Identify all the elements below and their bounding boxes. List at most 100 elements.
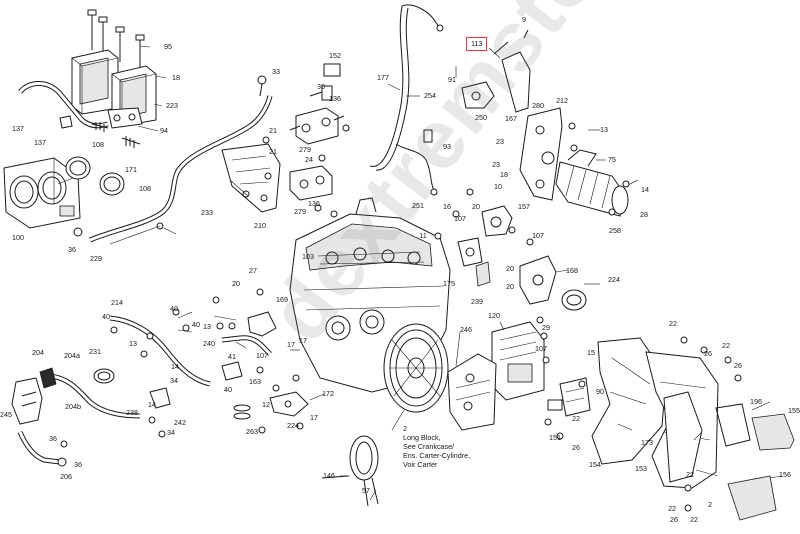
callout: 155 (788, 406, 800, 415)
callout: 90 (596, 387, 604, 396)
callout: 28 (640, 210, 648, 219)
callout: 254 (424, 91, 436, 100)
callout: 21 (269, 147, 277, 156)
callout: 224 (287, 421, 299, 430)
callout: 23 (496, 137, 504, 146)
callout: 251 (412, 201, 424, 210)
intake-bracket-210 (221, 143, 281, 213)
callout: 175 (443, 279, 455, 288)
coolant-hose-233 (89, 95, 273, 243)
callout: 26 (734, 361, 742, 370)
callout: 246 (460, 325, 472, 334)
callout: 29 (542, 323, 550, 332)
coolant-pipe-240 (221, 335, 272, 356)
callout: 12 (262, 400, 270, 409)
callout: 120 (488, 311, 500, 320)
ignition-coil-1 (71, 49, 119, 115)
callout: 210 (254, 221, 266, 230)
callout: 22 (669, 319, 677, 328)
callout: 163 (249, 377, 261, 386)
callout: 18 (500, 170, 508, 179)
callout: 95 (164, 42, 172, 51)
oil-pump-245 (11, 367, 57, 425)
callout: 13 (129, 339, 137, 348)
starter-bracket-212 (519, 107, 563, 201)
callout: 136 (329, 94, 341, 103)
coil-plate (107, 107, 143, 129)
callout: 107 (256, 351, 268, 360)
callout: 107 (535, 344, 547, 353)
callout: 20 (506, 282, 514, 291)
callout-highlighted: 113 (466, 37, 488, 51)
callout: 258 (609, 226, 621, 235)
callout: 26 (670, 515, 678, 524)
bracket-157 (481, 205, 513, 237)
callout: 22 (722, 341, 730, 350)
bracket-168 (519, 255, 557, 305)
callout: 40 (192, 320, 200, 329)
callout: 10 (494, 182, 502, 191)
callout: 40 (224, 385, 232, 394)
callout: 279 (294, 207, 306, 216)
guard-196 (715, 403, 751, 447)
callout: 11 (419, 231, 427, 240)
callout: 240 (203, 339, 215, 348)
callout: 40 (102, 312, 110, 321)
callout: 17 (299, 336, 307, 345)
callout: 171 (125, 165, 137, 174)
bracket-280 (493, 29, 531, 113)
ecm-120 (491, 321, 545, 401)
callout: 168 (566, 266, 578, 275)
callout: 14 (171, 362, 179, 371)
callout: 33 (272, 67, 280, 76)
plate-246 (447, 353, 497, 431)
callout: 169 (276, 295, 288, 304)
callout: 204a (64, 351, 80, 360)
long-block-note: 2 Long Block, See Crankcase/ Ens. Carter… (403, 424, 471, 469)
callout: 136 (308, 199, 320, 208)
banjo-hose-206 (17, 430, 67, 467)
callout: 206 (60, 472, 72, 481)
callout: 231 (89, 347, 101, 356)
callout: 41 (228, 352, 236, 361)
clamp-rings (65, 156, 125, 196)
solenoid-224 (561, 289, 587, 311)
callout: 212 (556, 96, 568, 105)
bracket-90 (559, 377, 591, 417)
callout: 100 (12, 233, 24, 242)
callout: 20 (472, 202, 480, 211)
dipstick-146 (321, 435, 379, 507)
callout: 152 (329, 51, 341, 60)
callout: 24 (305, 155, 313, 164)
callout: 263 (246, 427, 258, 436)
callout: 17 (287, 340, 295, 349)
throttle-body (3, 157, 81, 229)
fitting-93 (423, 129, 433, 143)
callout: 13 (600, 125, 608, 134)
callout: 204 (32, 348, 44, 357)
callout: 223 (166, 101, 178, 110)
belt-guard-153 (663, 391, 703, 483)
callout: 167 (505, 114, 517, 123)
callout: 151 (549, 433, 561, 442)
callout: 9 (522, 15, 526, 24)
connector-152 (309, 63, 341, 101)
callout: 27 (249, 266, 257, 275)
callout: 204b (65, 402, 81, 411)
callout: 75 (608, 155, 616, 164)
callout: 18 (172, 73, 180, 82)
callout: 34 (170, 376, 178, 385)
bracket-242 (149, 387, 171, 409)
callout: 173 (641, 438, 653, 447)
callout: 36 (49, 434, 57, 443)
clamp-231 (93, 368, 115, 384)
flywheel-cover (383, 323, 449, 413)
callout: 40 (170, 304, 178, 313)
filter-239 (475, 261, 491, 287)
callout: 177 (377, 73, 389, 82)
ring-263 (233, 404, 251, 420)
callout: 22 (572, 414, 580, 423)
callout: 30 (317, 82, 325, 91)
callout: 14 (641, 185, 649, 194)
